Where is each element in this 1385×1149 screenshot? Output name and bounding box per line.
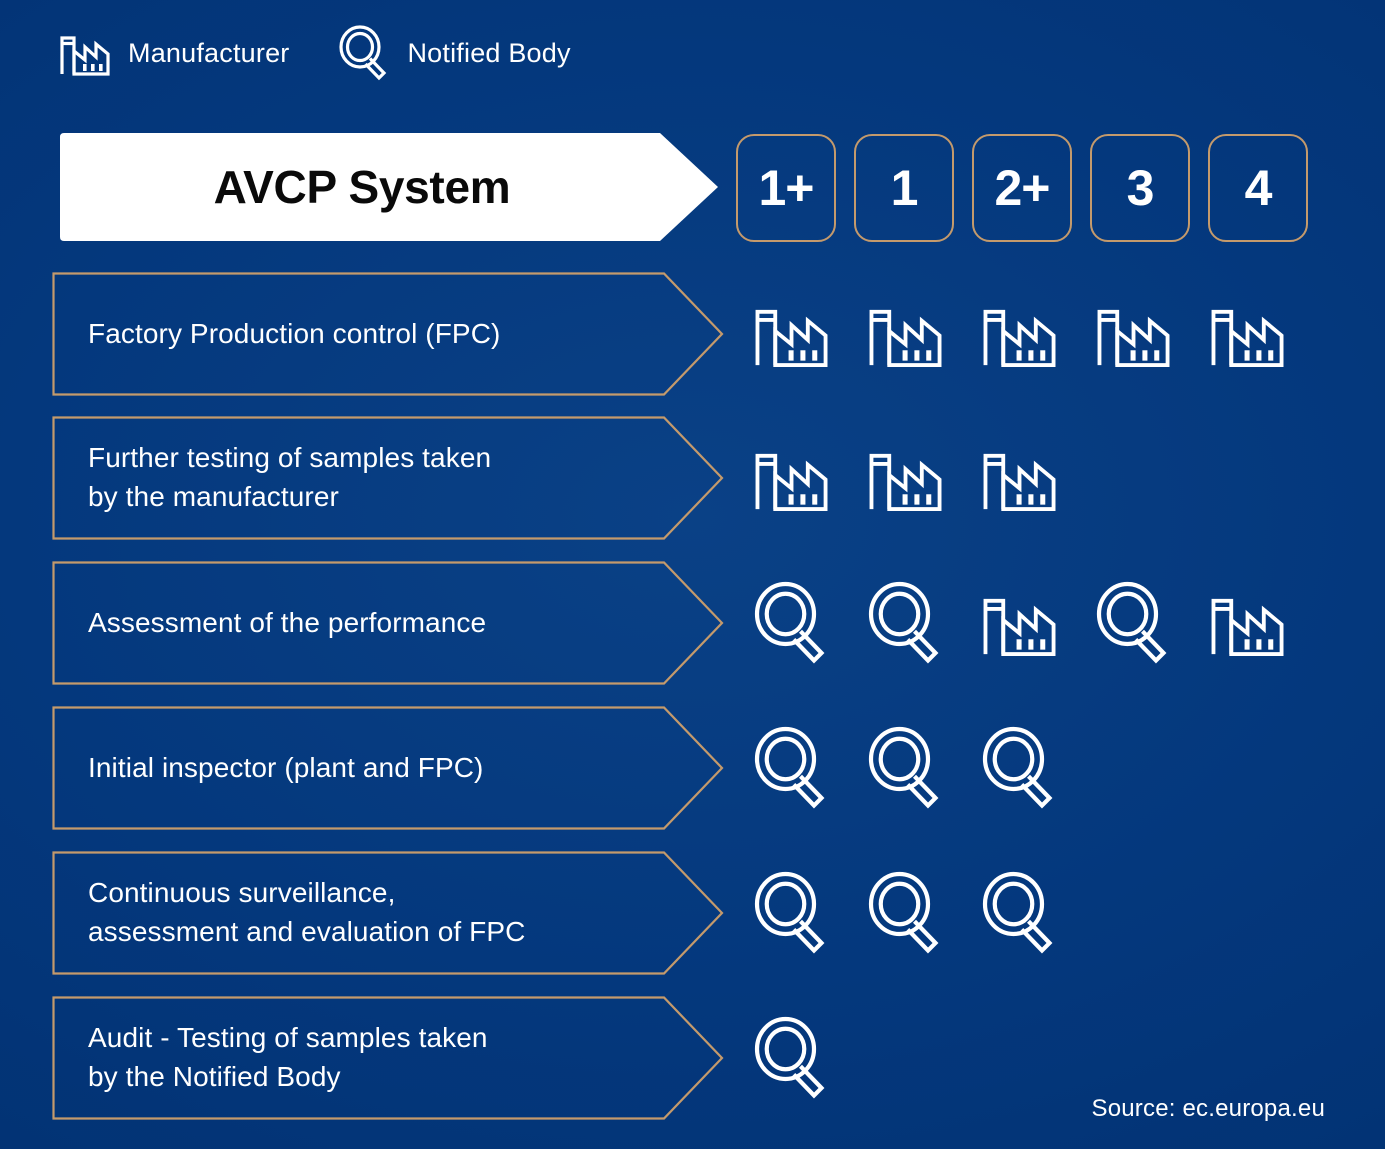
system-badge[interactable]: 4 [1208,134,1308,242]
row-icon-list [736,851,1078,975]
magnifier-icon [337,25,393,81]
source-attribution: Source: ec.europa.eu [1091,1095,1325,1122]
system-badge[interactable]: 3 [1090,134,1190,242]
row-label-line1: Assessment of the performance [88,606,487,638]
magnifier-icon [736,726,850,810]
row-icon-list [736,272,1306,396]
row-arrow-shape [52,272,724,396]
row-icon-list [736,706,1078,830]
row-label: Audit - Testing of samples taken by the … [88,996,678,1120]
legend-label-notified-body: Notified Body [407,37,571,68]
legend-label-manufacturer: Manufacturer [128,37,290,68]
row-arrow-shape [52,851,724,975]
row-label: Initial inspector (plant and FPC) [88,706,678,830]
magnifier-icon [850,726,964,810]
factory-icon [964,586,1078,660]
table-row: Assessment of the performance [52,561,1342,685]
table-row: Continuous surveillance, assessment and … [52,851,1342,975]
row-arrow-shape [52,996,724,1120]
row-label-line1: Initial inspector (plant and FPC) [88,751,484,783]
magnifier-icon [736,581,850,665]
row-label-line1: Factory Production control (FPC) [88,317,501,349]
factory-icon [736,441,850,515]
factory-icon [1192,586,1306,660]
system-badge[interactable]: 1 [854,134,954,242]
row-label-line2: assessment and evaluation of FPC [88,916,526,947]
factory-icon [1192,297,1306,371]
magnifier-icon [850,871,964,955]
row-arrow-shape [52,416,724,540]
magnifier-icon [736,871,850,955]
factory-icon [736,297,850,371]
table-row: Initial inspector (plant and FPC) [52,706,1342,830]
system-badge[interactable]: 2+ [972,134,1072,242]
row-label: Further testing of samples taken by the … [88,416,678,540]
table-row: Factory Production control (FPC) [52,272,1342,396]
avcp-system-banner: AVCP System [52,131,720,243]
system-badge[interactable]: 1+ [736,134,836,242]
magnifier-icon [850,581,964,665]
table-row: Further testing of samples taken by the … [52,416,1342,540]
system-badge-list: 1+ 1 2+ 3 4 [736,134,1308,242]
legend-item-manufacturer: Manufacturer [58,28,289,78]
table-row: Audit - Testing of samples taken by the … [52,996,1342,1120]
factory-icon [850,297,964,371]
legend-item-notified-body: Notified Body [337,25,570,81]
row-arrow-shape [52,561,724,685]
banner-shape [60,133,718,241]
row-label-line1: Further testing of samples taken [88,442,492,474]
magnifier-icon [964,726,1078,810]
page-title: AVCP System [213,161,511,213]
row-label: Continuous surveillance, assessment and … [88,851,678,975]
row-icon-list [736,561,1306,685]
magnifier-icon [964,871,1078,955]
row-label: Assessment of the performance [88,561,678,685]
row-label-line2: by the Notified Body [88,1061,341,1092]
row-label-line1: Continuous surveillance, [88,877,396,909]
factory-icon [1078,297,1192,371]
factory-icon [964,297,1078,371]
factory-icon [850,441,964,515]
factory-icon [58,28,114,78]
row-label-line2: by the manufacturer [88,481,339,512]
row-icon-list [736,416,1078,540]
row-arrow-shape [52,706,724,830]
legend: Manufacturer Notified Body [58,18,571,88]
row-label-line1: Audit - Testing of samples taken [88,1022,488,1054]
row-label: Factory Production control (FPC) [88,272,678,396]
factory-icon [964,441,1078,515]
magnifier-icon [736,1016,850,1100]
magnifier-icon [1078,581,1192,665]
row-icon-list [736,996,850,1120]
